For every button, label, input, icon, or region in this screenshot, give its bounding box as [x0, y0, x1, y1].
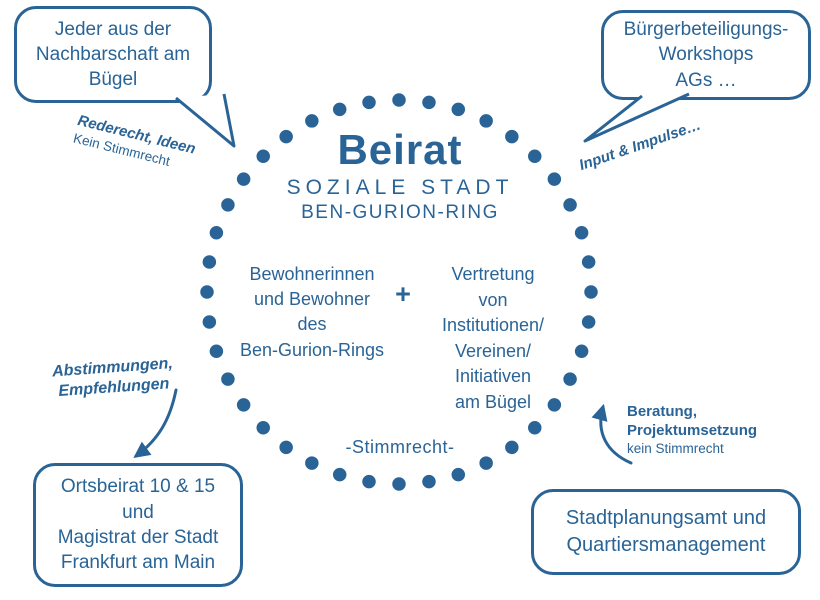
plus-sign: +: [395, 279, 411, 309]
institutions-group-text: Vertretung von Institutionen/ Vereinen/ …: [441, 264, 545, 412]
circle-subtitle-line1: SOZIALE STADT: [286, 176, 514, 199]
label-rederecht: Rederecht, Ideen Kein Stimmrecht: [71, 112, 198, 169]
residents-group-text: Bewohnerinnen und Bewohner des Ben-Gurio…: [239, 264, 385, 360]
label-input-impulse: Input & Impulse…: [577, 116, 704, 175]
label-abstimmungen: Abstimmungen, Empfehlungen: [51, 355, 174, 401]
bubble-ortsbeirat-magistrat: Ortsbeirat 10 & 15 und Magistrat der Sta…: [33, 463, 243, 587]
circle-title: Beirat: [337, 126, 463, 173]
voting-right-note: -Stimmrecht-: [345, 437, 455, 457]
label-beratung: Beratung, Projektumsetzung kein Stimmrec…: [627, 403, 758, 456]
bubble-workshops: Bürgerbeteiligungs- Workshops AGs …: [601, 10, 811, 100]
bubble-neighbourhood: Jeder aus der Nachbarschaft am Bügel: [14, 6, 212, 103]
bubble-stadtplanungsamt: Stadtplanungsamt und Quartiersmanagement: [531, 489, 801, 575]
circle-subtitle-line2: BEN-GURION-RING: [301, 202, 499, 223]
arrow-to-ortsbeirat: [133, 388, 178, 458]
